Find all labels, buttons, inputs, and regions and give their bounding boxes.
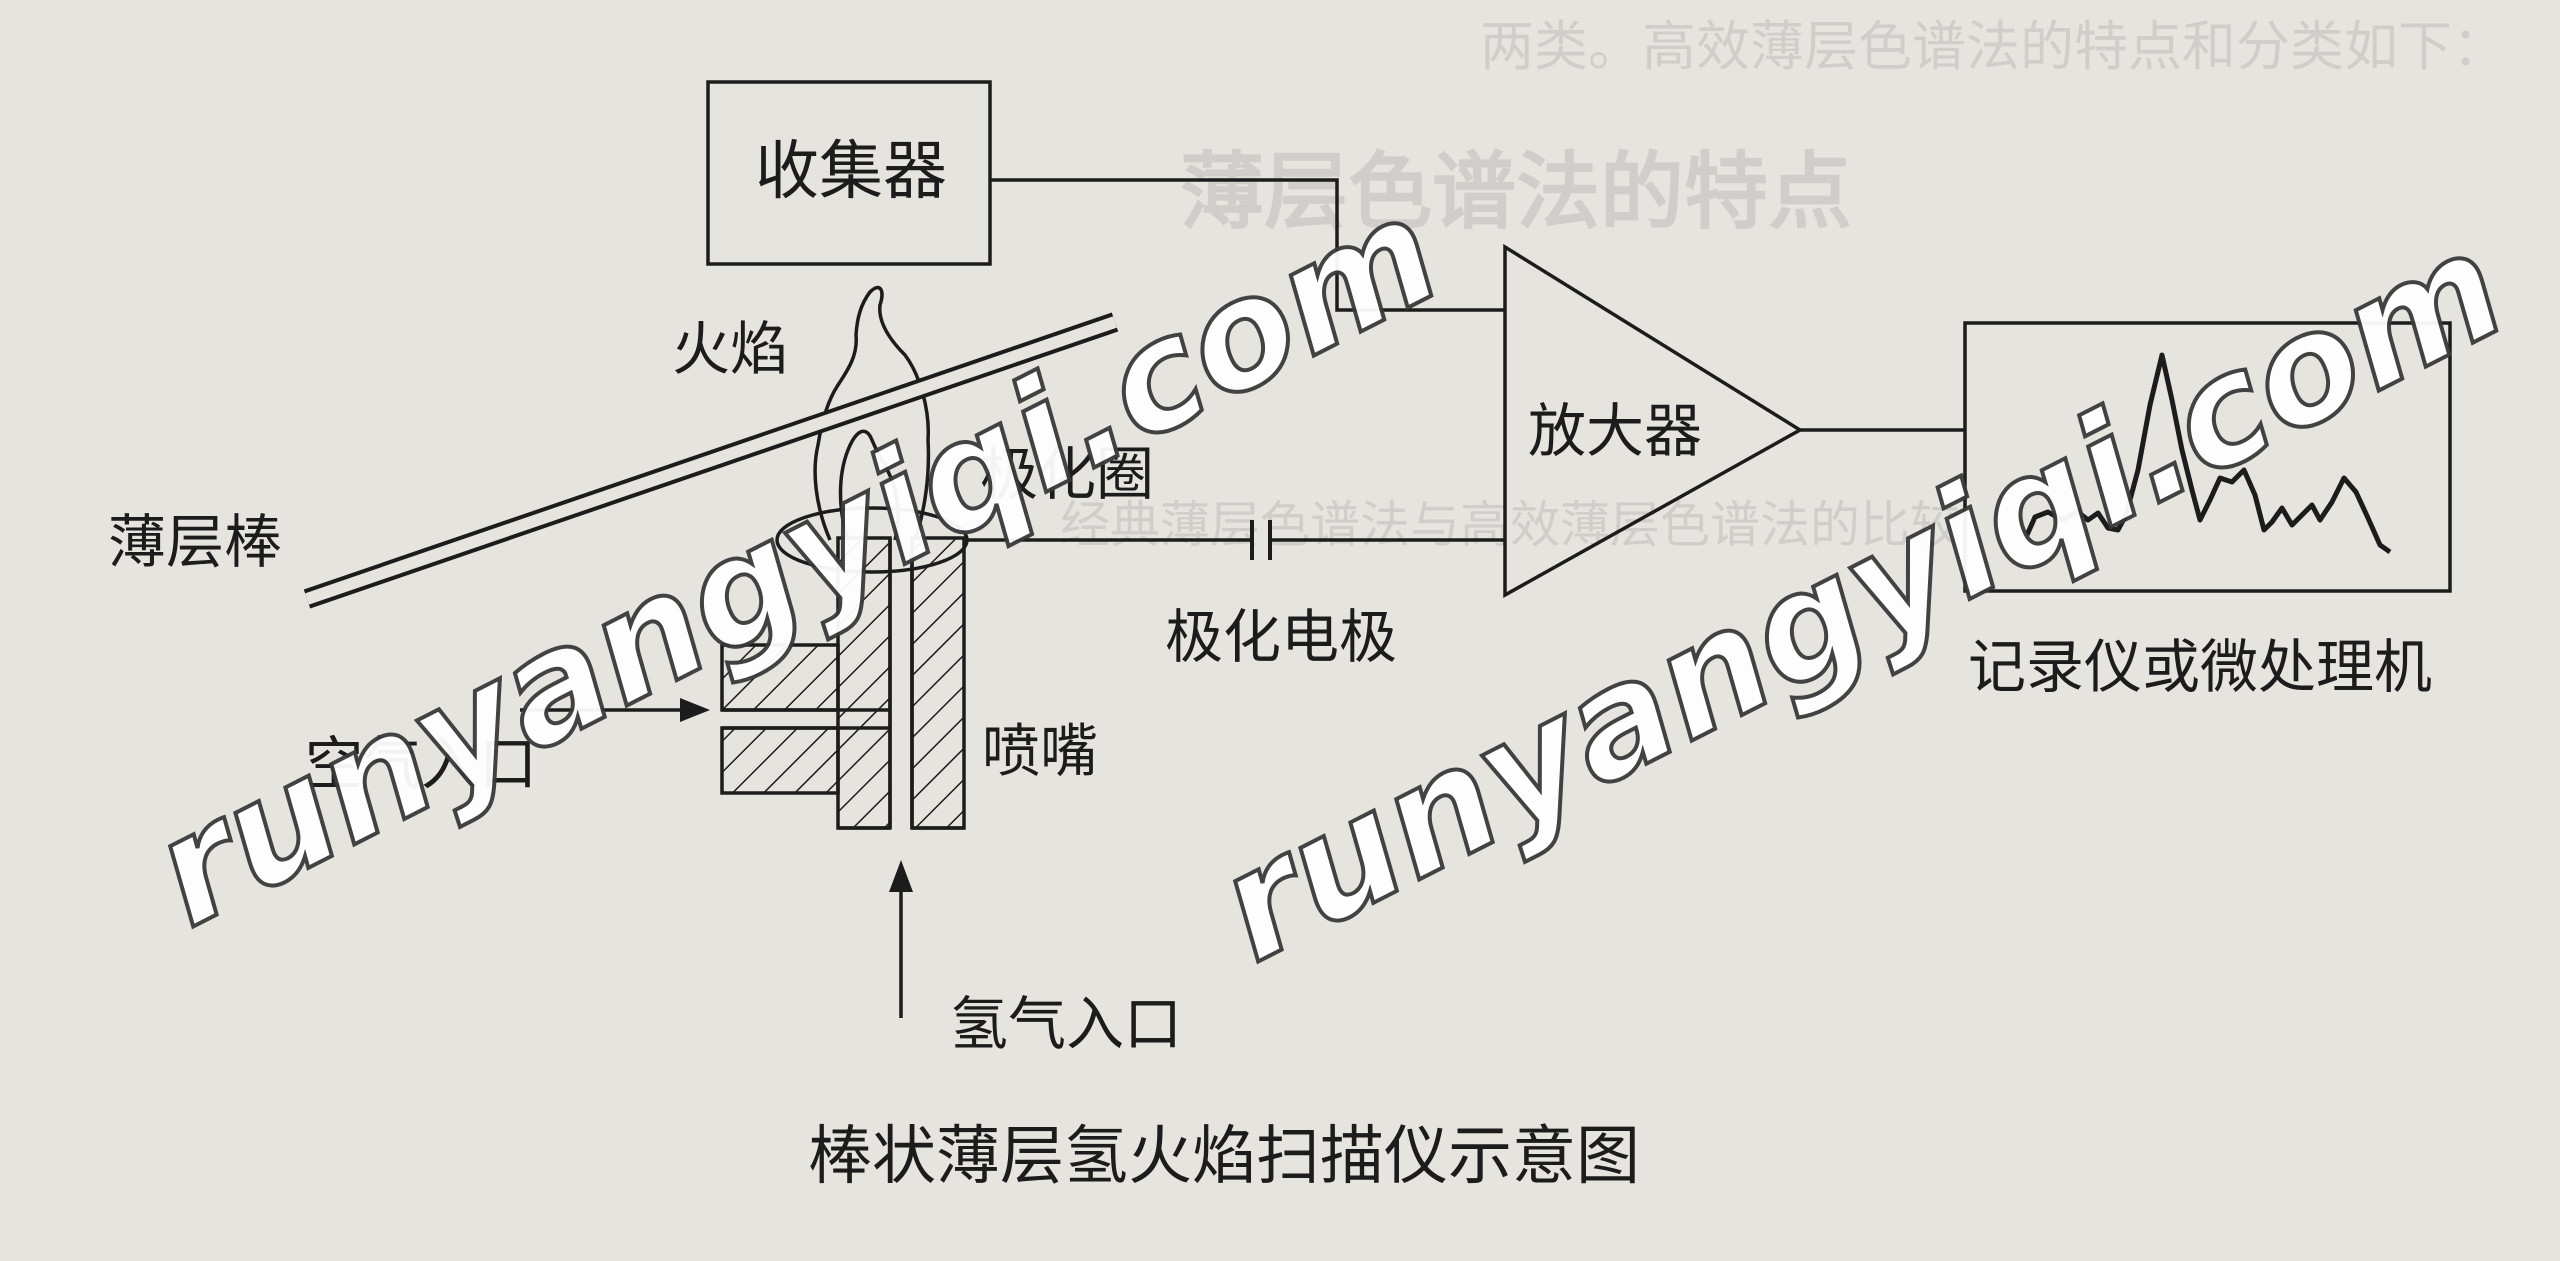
hydrogen-inlet-arrow xyxy=(889,860,913,1018)
background-text-line2: 薄层色谱法的特点 xyxy=(1180,143,1853,241)
flame-inner xyxy=(838,429,900,541)
background-text-line1: 两类。高效薄层色谱法的特点和分类如下： xyxy=(1480,15,2506,78)
amplifier-triangle xyxy=(1503,243,1804,598)
polarizing-electrode-label: 极化电极 xyxy=(1165,603,1398,671)
thin-layer-rod xyxy=(303,312,1119,609)
collector-box xyxy=(706,80,992,266)
collector-label: 收集器 xyxy=(755,135,947,209)
recorder-label: 记录仪或微处理机 xyxy=(1968,633,2433,701)
nozzle-assembly xyxy=(720,536,966,830)
hydrogen-inlet-label: 氢气入口 xyxy=(950,990,1183,1058)
thin-layer-rod-label: 薄层棒 xyxy=(108,508,283,576)
collector-wire xyxy=(990,178,1505,312)
recorder-box xyxy=(1963,321,2452,593)
chromatogram-trace xyxy=(2024,352,2392,555)
flame-label: 火焰 xyxy=(672,315,789,383)
polarizing-ring-label: 极化圈 xyxy=(980,440,1155,508)
air-inlet-arrow xyxy=(520,698,710,722)
nozzle-label: 喷嘴 xyxy=(982,717,1099,785)
air-inlet-label: 空气入口 xyxy=(305,730,538,798)
figure-caption: 棒状薄层氢火焰扫描仪示意图 xyxy=(808,1120,1640,1194)
amplifier-label: 放大器 xyxy=(1528,397,1703,465)
